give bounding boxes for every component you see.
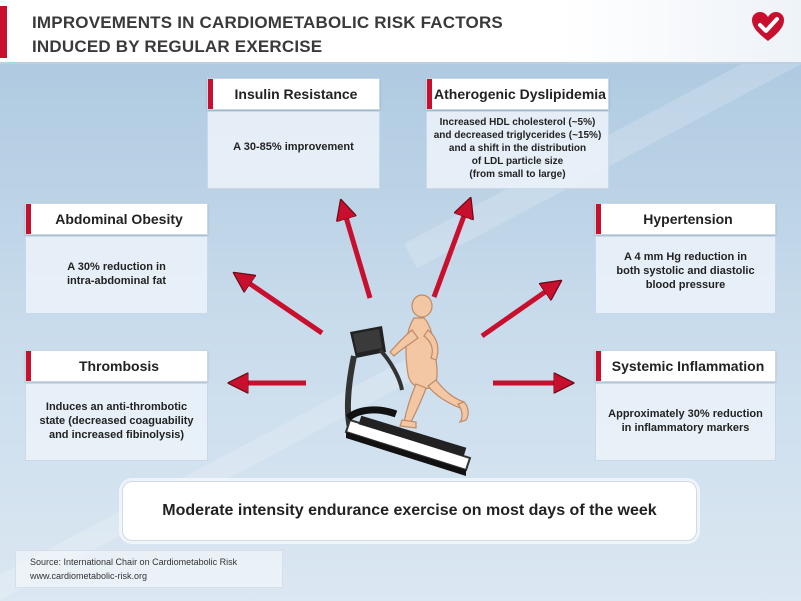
- factor-body: A 4 mm Hg reduction in both systolic and…: [595, 236, 776, 314]
- source-box: Source: International Chair on Cardiomet…: [15, 550, 283, 588]
- factor-header: Atherogenic Dyslipidemia: [426, 78, 609, 110]
- treadmill-runner-illustration: [344, 294, 472, 476]
- arrow-group: [236, 205, 566, 383]
- recommendation-banner: Moderate intensity endurance exercise on…: [122, 481, 697, 541]
- factor-text: A 4 mm Hg reduction in both systolic and…: [616, 251, 755, 291]
- factor-body: Induces an anti-thrombotic state (decrea…: [25, 383, 208, 461]
- factor-hypertension: Hypertension A 4 mm Hg reduction in both…: [595, 203, 776, 314]
- factor-body: A 30% reduction in intra-abdominal fat: [25, 236, 208, 314]
- header-accent: [596, 204, 601, 234]
- title-line-2: INDUCED BY REGULAR EXERCISE: [32, 37, 323, 56]
- header-accent: [208, 79, 213, 109]
- header: IMPROVEMENTS IN CARDIOMETABOLIC RISK FAC…: [0, 0, 801, 64]
- factor-text: A 30% reduction in intra-abdominal fat: [66, 261, 166, 287]
- header-accent: [26, 351, 31, 381]
- factor-title: Insulin Resistance: [234, 86, 358, 102]
- factor-header: Systemic Inflammation: [595, 350, 776, 382]
- arrow-hypertension: [480, 285, 555, 339]
- factor-header: Hypertension: [595, 203, 776, 235]
- source-text: Source: International Chair on Cardiomet…: [30, 557, 238, 567]
- header-accent: [26, 204, 31, 234]
- factor-text: Approximately 30% reduction in inflammat…: [608, 408, 763, 434]
- factor-text: Increased HDL cholesterol (~5%) and decr…: [433, 117, 602, 180]
- factor-title: Thrombosis: [78, 358, 160, 374]
- runner: [389, 294, 469, 429]
- arrow-dyslipidemia: [431, 205, 468, 298]
- source-url: www.cardiometabolic-risk.org: [30, 571, 148, 581]
- header-accent: [596, 351, 601, 381]
- factor-atherogenic-dyslipidemia: Atherogenic Dyslipidemia Increased HDL c…: [426, 78, 609, 189]
- factor-insulin-resistance: Insulin Resistance A 30-85% improvement: [207, 78, 380, 189]
- factor-title: Abdominal Obesity: [55, 211, 183, 227]
- recommendation-text: Moderate intensity endurance exercise on…: [162, 502, 657, 519]
- factor-title: Hypertension: [643, 211, 733, 227]
- header-accent: [427, 79, 432, 109]
- factor-body: Increased HDL cholesterol (~5%) and decr…: [426, 111, 609, 189]
- factor-abdominal-obesity: Abdominal Obesity A 30% reduction in int…: [25, 203, 208, 314]
- factor-systemic-inflammation: Systemic Inflammation Approximately 30% …: [595, 350, 776, 461]
- arrow-obesity: [240, 277, 324, 336]
- factor-title: Systemic Inflammation: [611, 358, 765, 374]
- factor-text: Induces an anti-thrombotic state (decrea…: [39, 401, 194, 441]
- factor-header: Insulin Resistance: [207, 78, 380, 110]
- factor-text: A 30-85% improvement: [233, 141, 354, 153]
- treadmill-belt: [358, 415, 467, 457]
- factor-header: Thrombosis: [25, 350, 208, 382]
- title-line-1: IMPROVEMENTS IN CARDIOMETABOLIC RISK FAC…: [32, 13, 503, 32]
- factor-body: A 30-85% improvement: [207, 111, 380, 189]
- factor-body: Approximately 30% reduction in inflammat…: [595, 383, 776, 461]
- factor-thrombosis: Thrombosis Induces an anti-thrombotic st…: [25, 350, 208, 461]
- factor-header: Abdominal Obesity: [25, 203, 208, 235]
- heart-check-icon: [752, 12, 784, 41]
- header-accent-bar: [0, 6, 7, 58]
- arrow-insulin: [343, 207, 373, 299]
- factor-title: Atherogenic Dyslipidemia: [434, 86, 606, 102]
